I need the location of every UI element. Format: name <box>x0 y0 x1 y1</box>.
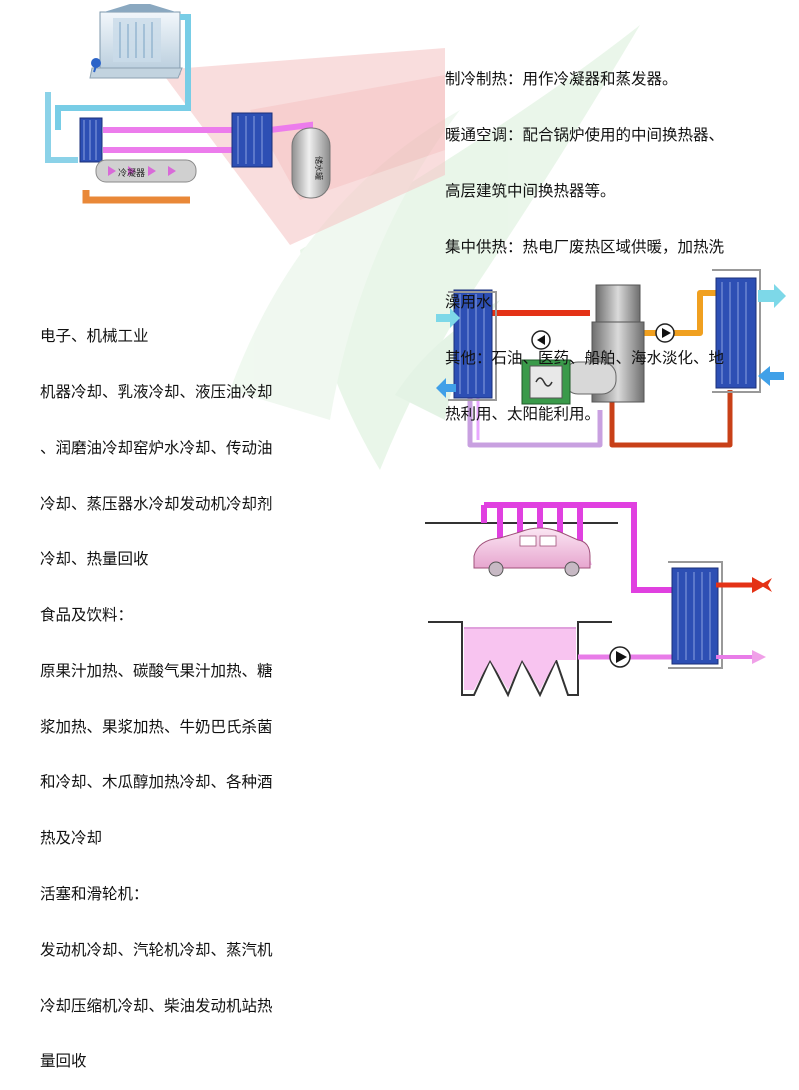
text-line: 冷却、热量回收 <box>40 550 149 569</box>
application-text-left: 电子、机械工业 机器冷却、乳液冷却、液压油冷却 、润磨油冷却窑炉水冷却、传动油 … <box>40 290 273 1090</box>
text-line: 高层建筑中间换热器等。 <box>445 181 616 200</box>
application-text-top: 制冷制热：用作冷凝器和蒸发器。 暖通空调：配合锅炉使用的中间换热器、 高层建筑中… <box>445 33 724 442</box>
text-line: 量回收 <box>40 1052 87 1071</box>
text-line: 暖通空调：配合锅炉使用的中间换热器、 <box>445 125 725 144</box>
text-line: 冷却、蒸压器水冷却发动机冷却剂 <box>40 494 273 513</box>
heat-recovery-diagram <box>436 269 786 448</box>
cooling-tower-diagram <box>45 4 331 204</box>
text-line: 原果汁加热、碳酸气果汁加热、糖 <box>40 661 273 680</box>
tank-label: 储水罐 <box>314 156 324 180</box>
text-line: 其他：石油、医药、船舶、海水淡化、地 <box>445 349 725 368</box>
condenser-label: 冷凝器 <box>118 167 145 179</box>
text-line: 热利用、太阳能利用。 <box>445 404 601 423</box>
text-line: 冷却压缩机冷却、柴油发动机站热 <box>40 996 273 1015</box>
text-line: 浆加热、果浆加热、牛奶巴氏杀菌 <box>40 717 273 736</box>
text-line: 电子、机械工业 <box>40 327 149 346</box>
text-line: 机器冷却、乳液冷却、液压油冷却 <box>40 382 273 401</box>
spray-line-diagram <box>425 502 772 698</box>
text-line: 和冷却、木瓜醇加热冷却、各种酒 <box>40 773 273 792</box>
text-line: 制冷制热：用作冷凝器和蒸发器。 <box>445 70 678 89</box>
application-diagram: 冷凝器 储水罐 <box>45 4 786 698</box>
text-line: 、润磨油冷却窑炉水冷却、传动油 <box>40 438 273 457</box>
text-line: 食品及饮料： <box>40 606 134 625</box>
text-line: 发动机冷却、汽轮机冷却、蒸汽机 <box>40 940 273 959</box>
text-line: 活塞和滑轮机： <box>40 885 149 903</box>
text-line: 热及冷却 <box>40 829 103 848</box>
text-line: 澡用水 <box>445 293 492 312</box>
text-line: 集中供热：热电厂废热区域供暖，加热洗 <box>445 237 725 256</box>
